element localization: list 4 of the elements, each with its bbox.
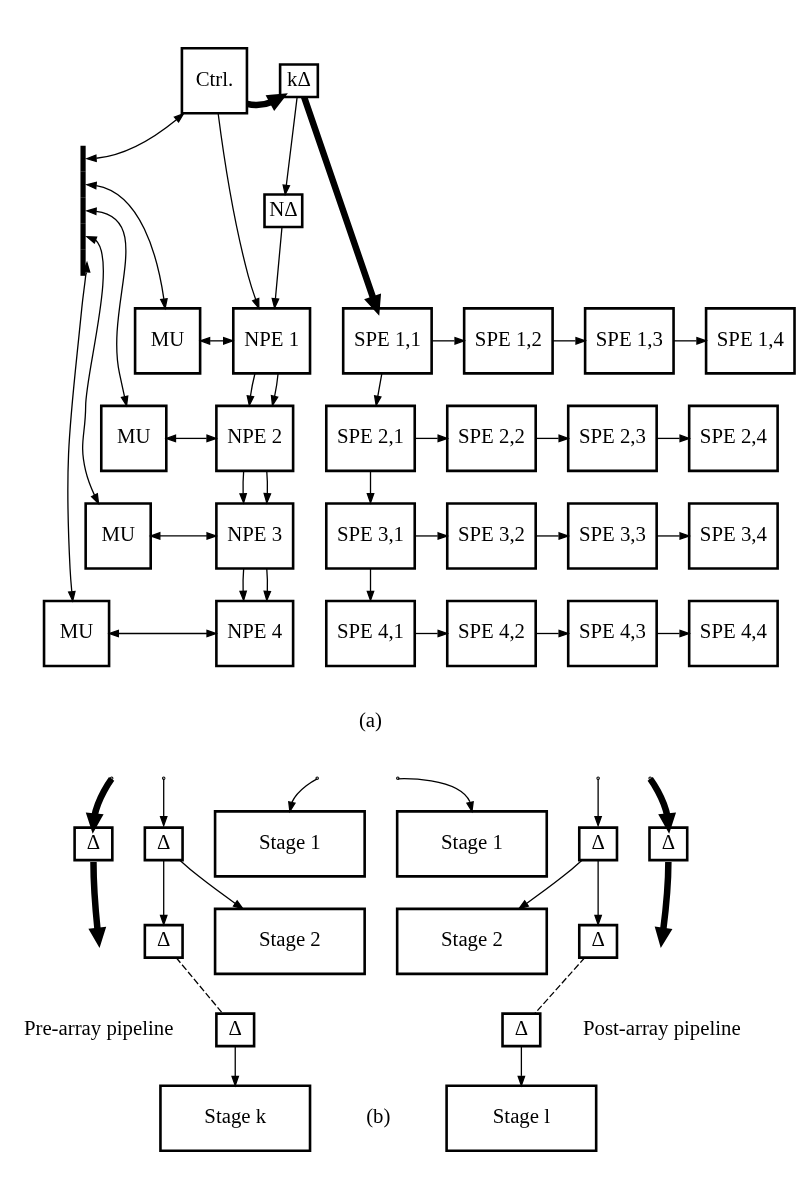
label: Pre-array pipeline [23,1015,174,1040]
label: Post-array pipeline [583,1015,741,1040]
label: (a) [358,707,383,732]
label: (b) [366,1103,391,1128]
